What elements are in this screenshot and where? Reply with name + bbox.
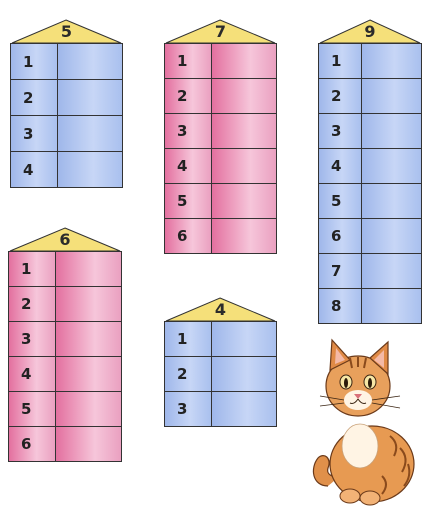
row-number: 4	[165, 149, 212, 183]
house-row: 6	[165, 219, 276, 253]
row-number: 6	[165, 219, 212, 253]
row-number: 3	[9, 322, 56, 356]
house-row: 4	[319, 149, 421, 184]
house-row: 2	[165, 79, 276, 114]
row-number: 4	[319, 149, 362, 183]
house-row: 4	[11, 152, 122, 187]
answer-cell[interactable]	[212, 392, 276, 426]
row-number: 5	[9, 392, 56, 426]
house-grid: 1 2 3 4 5 6 7 8	[318, 43, 422, 324]
roof-number: 5	[10, 22, 123, 41]
house-row: 4	[9, 357, 121, 392]
answer-cell[interactable]	[212, 149, 276, 183]
answer-cell[interactable]	[212, 114, 276, 148]
row-number: 2	[165, 357, 212, 391]
answer-cell[interactable]	[56, 252, 121, 286]
roof-number: 9	[318, 22, 422, 41]
row-number: 2	[11, 80, 58, 115]
row-number: 3	[319, 114, 362, 148]
house-row: 5	[165, 184, 276, 219]
answer-cell[interactable]	[212, 219, 276, 253]
house-row: 1	[319, 44, 421, 79]
house-row: 2	[11, 80, 122, 116]
answer-cell[interactable]	[362, 79, 421, 113]
number-house-6: 6 1 2 3 4 5 6	[8, 226, 122, 462]
number-house-7: 7 1 2 3 4 5 6	[164, 18, 277, 254]
house-row: 5	[319, 184, 421, 219]
house-row: 1	[9, 252, 121, 287]
house-row: 2	[319, 79, 421, 114]
number-house-9: 9 1 2 3 4 5 6 7 8	[318, 18, 422, 324]
row-number: 3	[11, 116, 58, 151]
answer-cell[interactable]	[362, 149, 421, 183]
house-row: 8	[319, 289, 421, 323]
answer-cell[interactable]	[212, 357, 276, 391]
roof-number: 4	[164, 300, 277, 319]
row-number: 4	[11, 152, 58, 187]
house-grid: 1 2 3 4 5 6	[164, 43, 277, 254]
house-row: 3	[9, 322, 121, 357]
house-row: 3	[11, 116, 122, 152]
house-row: 2	[165, 357, 276, 392]
answer-cell[interactable]	[362, 44, 421, 78]
answer-cell[interactable]	[212, 322, 276, 356]
row-number: 3	[165, 114, 212, 148]
answer-cell[interactable]	[56, 287, 121, 321]
answer-cell[interactable]	[212, 44, 276, 78]
row-number: 1	[165, 44, 212, 78]
house-grid: 1 2 3 4 5 6	[8, 251, 122, 462]
answer-cell[interactable]	[362, 184, 421, 218]
roof-number: 7	[164, 22, 277, 41]
house-row: 2	[9, 287, 121, 322]
answer-cell[interactable]	[56, 322, 121, 356]
row-number: 6	[9, 427, 56, 461]
house-row: 6	[319, 219, 421, 254]
answer-cell[interactable]	[58, 116, 122, 151]
house-row: 1	[165, 322, 276, 357]
row-number: 2	[165, 79, 212, 113]
roof-number: 6	[8, 230, 122, 249]
answer-cell[interactable]	[56, 427, 121, 461]
kitten-illustration	[310, 336, 422, 506]
row-number: 1	[9, 252, 56, 286]
house-row: 5	[9, 392, 121, 427]
number-house-5: 5 1 2 3 4	[10, 18, 123, 188]
row-number: 7	[319, 254, 362, 288]
house-row: 3	[319, 114, 421, 149]
row-number: 1	[319, 44, 362, 78]
house-row: 4	[165, 149, 276, 184]
answer-cell[interactable]	[212, 79, 276, 113]
answer-cell[interactable]	[58, 152, 122, 187]
house-row: 3	[165, 114, 276, 149]
row-number: 5	[165, 184, 212, 218]
house-row: 6	[9, 427, 121, 461]
row-number: 1	[11, 44, 58, 79]
row-number: 2	[9, 287, 56, 321]
house-row: 7	[319, 254, 421, 289]
answer-cell[interactable]	[362, 254, 421, 288]
answer-cell[interactable]	[362, 289, 421, 323]
answer-cell[interactable]	[56, 392, 121, 426]
row-number: 1	[165, 322, 212, 356]
answer-cell[interactable]	[212, 184, 276, 218]
answer-cell[interactable]	[58, 80, 122, 115]
row-number: 3	[165, 392, 212, 426]
house-row: 1	[165, 44, 276, 79]
house-row: 3	[165, 392, 276, 426]
row-number: 2	[319, 79, 362, 113]
row-number: 8	[319, 289, 362, 323]
row-number: 6	[319, 219, 362, 253]
answer-cell[interactable]	[362, 219, 421, 253]
row-number: 5	[319, 184, 362, 218]
house-grid: 1 2 3 4	[10, 43, 123, 188]
house-grid: 1 2 3	[164, 321, 277, 427]
house-row: 1	[11, 44, 122, 80]
answer-cell[interactable]	[56, 357, 121, 391]
number-house-4: 4 1 2 3	[164, 296, 277, 427]
answer-cell[interactable]	[58, 44, 122, 79]
answer-cell[interactable]	[362, 114, 421, 148]
row-number: 4	[9, 357, 56, 391]
